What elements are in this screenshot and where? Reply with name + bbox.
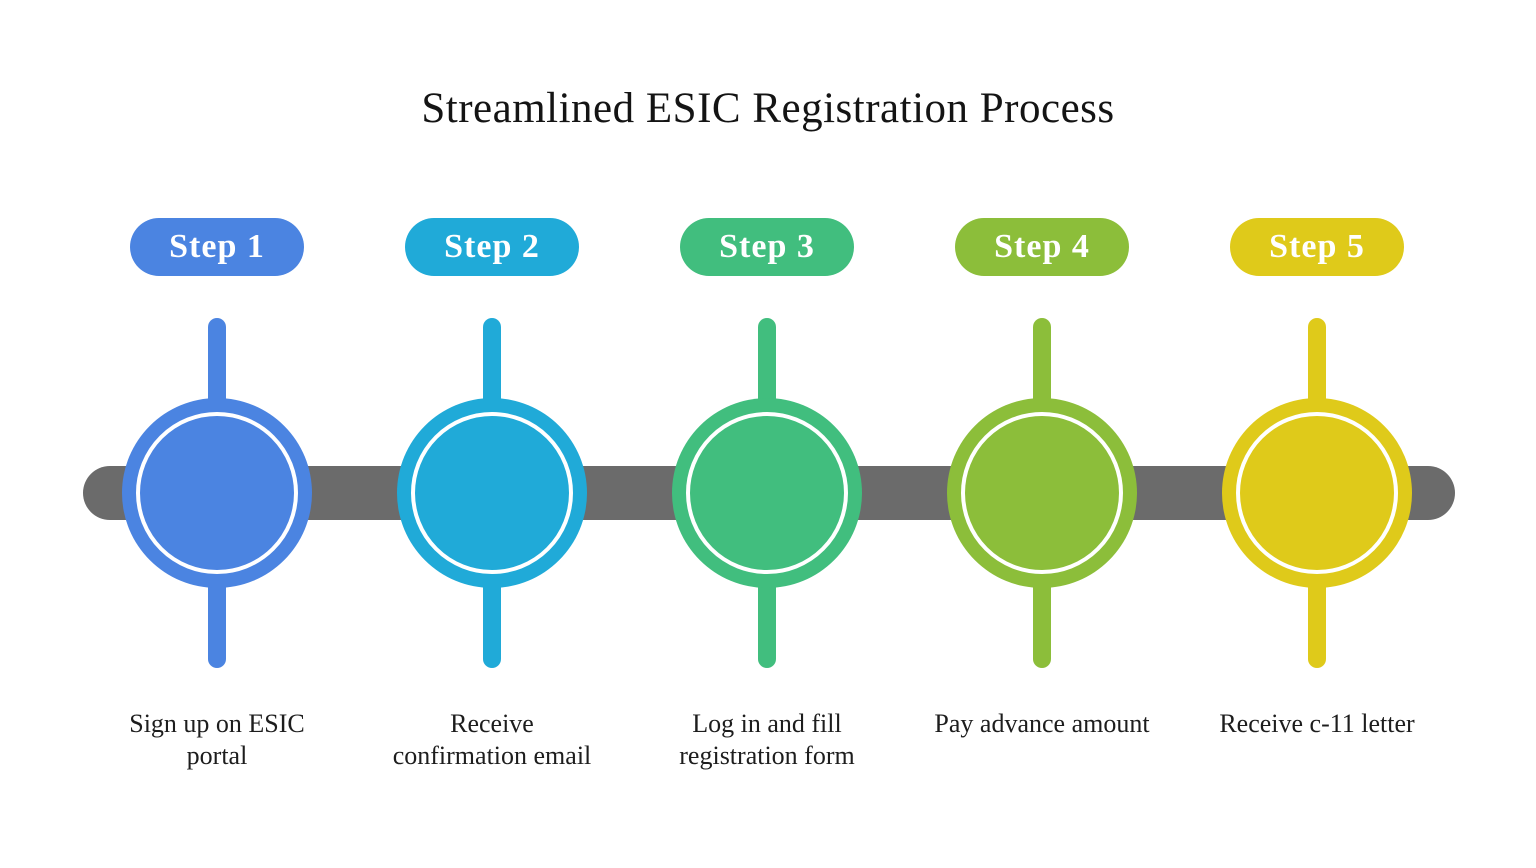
step-column-1: Step 1 Sign up on ESIC portal xyxy=(79,0,355,868)
step-column-2: Step 2 Receive confirmation email xyxy=(354,0,630,868)
step-5-badge: Step 5 xyxy=(1230,218,1404,276)
step-2-circle-ring xyxy=(411,412,573,574)
step-1-circle-node xyxy=(122,398,312,588)
step-3-circle-node xyxy=(672,398,862,588)
step-3-description: Log in and fill registration form xyxy=(679,709,855,770)
step-1-badge-label: Step 1 xyxy=(169,228,265,265)
step-1-description: Sign up on ESIC portal xyxy=(129,709,305,770)
step-4-circle-node xyxy=(947,398,1137,588)
step-4-circle-ring xyxy=(961,412,1123,574)
step-5-badge-label: Step 5 xyxy=(1269,228,1365,265)
page-title: Streamlined ESIC Registration Process xyxy=(421,85,1115,132)
step-3-circle-ring xyxy=(686,412,848,574)
step-5-description: Receive c-11 letter xyxy=(1219,709,1415,738)
step-3-badge: Step 3 xyxy=(680,218,854,276)
step-column-4: Step 4 Pay advance amount xyxy=(904,0,1180,868)
step-1-badge: Step 1 xyxy=(130,218,304,276)
step-2-circle-node xyxy=(397,398,587,588)
step-4-badge-label: Step 4 xyxy=(994,228,1090,265)
step-5-circle-node xyxy=(1222,398,1412,588)
step-5-circle-ring xyxy=(1236,412,1398,574)
step-2-badge-label: Step 2 xyxy=(444,228,540,265)
step-4-description: Pay advance amount xyxy=(934,709,1150,738)
step-column-5: Step 5 Receive c-11 letter xyxy=(1179,0,1455,868)
step-2-description: Receive confirmation email xyxy=(392,709,592,770)
step-3-badge-label: Step 3 xyxy=(719,228,815,265)
step-2-badge: Step 2 xyxy=(405,218,579,276)
step-column-3: Step 3 Log in and fill registration form xyxy=(629,0,905,868)
step-4-badge: Step 4 xyxy=(955,218,1129,276)
step-1-circle-ring xyxy=(136,412,298,574)
